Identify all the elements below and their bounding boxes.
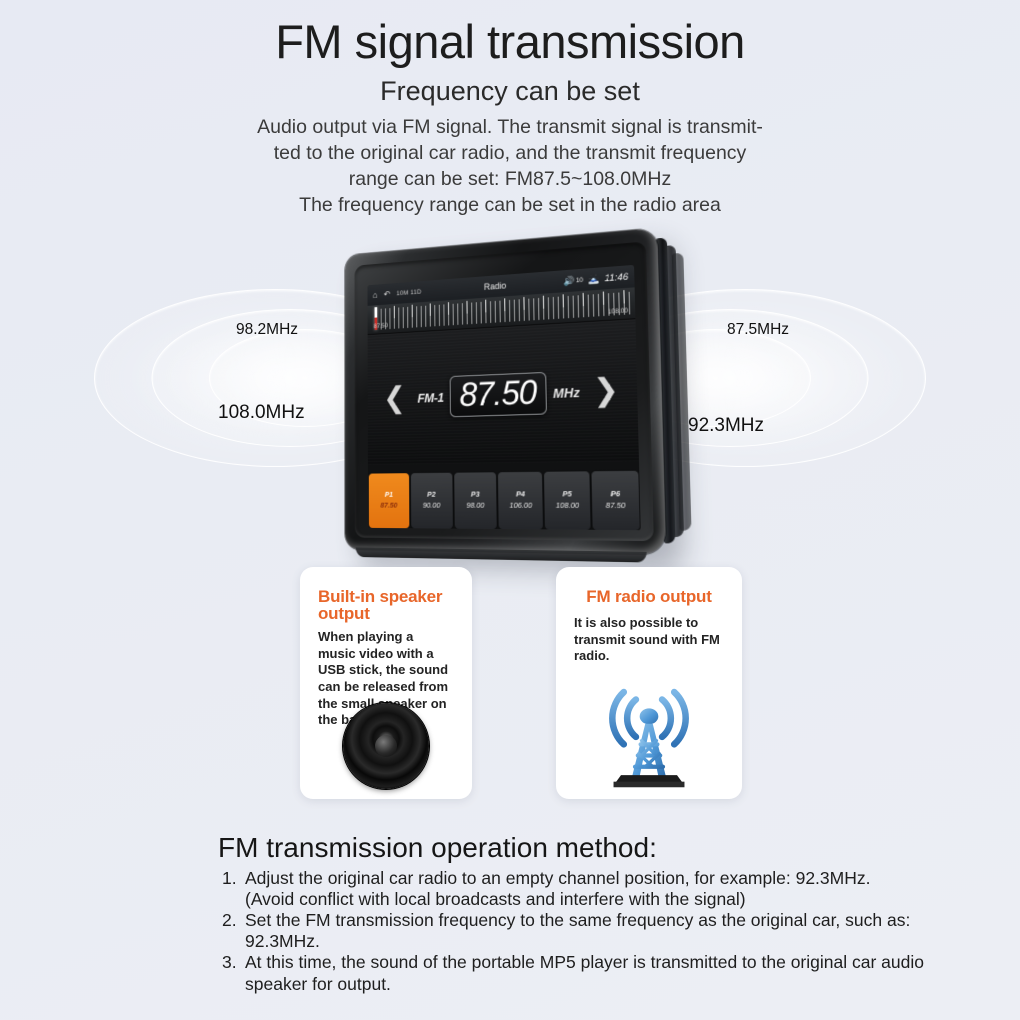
- step-number: 2.: [222, 910, 237, 931]
- device-stage: 98.2MHz 108.0MHz 87.5MHz 92.3MHz ⌂ ↶ 10M…: [0, 228, 1020, 573]
- description-line-4: The frequency range can be set in the ra…: [299, 193, 721, 216]
- method-step-2: 2. Set the FM transmission frequency to …: [222, 910, 950, 952]
- preset-name: P1: [384, 490, 393, 499]
- volume-speaker-icon: 🔊: [563, 274, 575, 286]
- method-title: FM transmission operation method:: [218, 832, 657, 863]
- status-date: 10M 11D: [396, 288, 422, 297]
- volume-indicator[interactable]: 🔊 10: [564, 274, 584, 286]
- volume-level: 10: [575, 276, 584, 284]
- card-fm-radio-output: FM radio output It is also possible to t…: [556, 567, 742, 799]
- preset-frequency: 90.00: [422, 500, 441, 510]
- frequency-label-top-right: 87.5MHz: [727, 321, 790, 338]
- frequency-label-top-left: 98.2MHz: [236, 321, 299, 338]
- card-built-in-speaker: Built-in speaker output When playing a m…: [300, 567, 472, 799]
- home-icon[interactable]: ⌂: [372, 289, 378, 300]
- chevron-right-icon[interactable]: ❯: [592, 372, 620, 408]
- step-text: Adjust the original car radio to an empt…: [245, 867, 871, 888]
- preset-frequency: 87.50: [380, 500, 398, 510]
- radio-tower-icon: [609, 688, 689, 788]
- page-subtitle: Frequency can be set: [380, 75, 640, 106]
- preset-button-p1[interactable]: P1 87.50: [368, 473, 410, 529]
- preset-button-p2[interactable]: P2 90.00: [410, 472, 453, 529]
- frequency-display-box[interactable]: 87.50: [450, 372, 547, 418]
- car-mp5-player: ⌂ ↶ 10M 11D Radio 🔊 10 🗻 11:46: [345, 228, 692, 563]
- header-description: Audio output via FM signal. The transmit…: [190, 115, 830, 218]
- step-number: 3.: [222, 952, 237, 973]
- step-text: Set the FM transmission frequency to the…: [245, 910, 911, 952]
- tuner-scale-max: 108.00: [607, 307, 629, 316]
- info-cards-section: Built-in speaker output When playing a m…: [0, 567, 1020, 802]
- header-section: FM signal transmission Frequency can be …: [0, 0, 1020, 218]
- frequency-label-bottom-right: 92.3MHz: [688, 415, 765, 436]
- card-title: FM radio output: [586, 587, 712, 606]
- page-title: FM signal transmission: [275, 15, 745, 68]
- band-label: FM-1: [417, 389, 444, 406]
- description-line-2: ted to the original car radio, and the t…: [273, 142, 747, 165]
- step-number: 1.: [222, 867, 237, 888]
- description-line-1: Audio output via FM signal. The transmit…: [257, 116, 763, 139]
- back-icon[interactable]: ↶: [383, 288, 391, 299]
- card-title: Built-in speaker output: [318, 587, 443, 623]
- method-steps-list: 1. Adjust the original car radio to an e…: [0, 868, 1020, 995]
- preset-name: P2: [427, 489, 436, 499]
- preset-button-p5[interactable]: P5 108.00: [544, 471, 591, 530]
- speaker-driver-icon: [343, 703, 429, 789]
- frequency-readout-area: ❮ FM-1 87.50 MHz ❯: [367, 319, 640, 465]
- preset-name: P6: [610, 489, 621, 499]
- chevron-left-icon[interactable]: ❮: [383, 381, 406, 415]
- tuner-scale-min: 87.50: [373, 322, 389, 330]
- description-line-3: range can be set: FM87.5~108.0MHz: [348, 167, 672, 190]
- operation-method-section: FM transmission operation method: 1. Adj…: [0, 832, 1020, 995]
- step-note: (Avoid conflict with local broadcasts an…: [245, 888, 746, 909]
- step-text: At this time, the sound of the portable …: [245, 952, 924, 994]
- card-body: When playing a music video with a USB st…: [318, 629, 449, 728]
- frequency-label-bottom-left: 108.0MHz: [218, 402, 305, 423]
- method-step-3: 3. At this time, the sound of the portab…: [222, 952, 950, 994]
- frequency-unit: MHz: [552, 384, 581, 401]
- preset-frequency: 108.00: [555, 500, 580, 510]
- card-body: It is also possible to transmit sound wi…: [574, 615, 720, 664]
- method-step-1: 1. Adjust the original car radio to an e…: [222, 868, 950, 910]
